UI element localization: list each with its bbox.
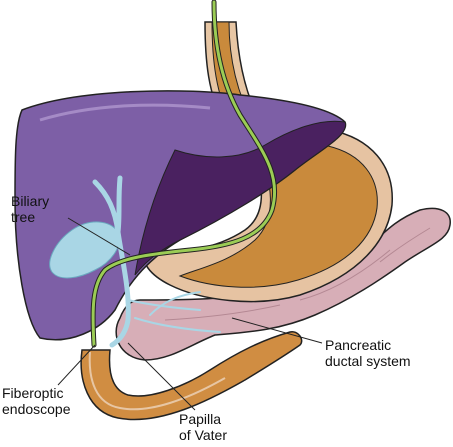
papilla-label-line1: Papilla <box>179 411 222 427</box>
biliary-tree-label-line1: Biliary <box>11 193 50 209</box>
leader-fiberoptic <box>57 344 96 386</box>
leader-lines <box>57 217 323 411</box>
papilla-label-line2: of Vater <box>179 427 227 443</box>
pancreatic-label-line1: Pancreatic <box>325 337 392 353</box>
leader-pancreatic <box>231 317 323 344</box>
fiberoptic-endoscope <box>90 0 278 348</box>
pancreatic-label-line2: ductal system <box>325 353 411 369</box>
leader-biliary <box>67 217 131 256</box>
fiberoptic-label-line1: Fiberoptic <box>2 385 64 401</box>
fiberoptic-label-line2: endoscope <box>2 401 71 417</box>
duodenum <box>80 331 303 421</box>
fiberoptic-endoscope-label: Fiberoptic endoscope <box>2 385 71 417</box>
leader-papilla <box>127 342 196 411</box>
papilla-of-vater-label: Papilla of Vater <box>179 411 227 443</box>
biliary-tree-label: Biliary tree <box>11 193 49 225</box>
pancreatic-ductal-system-label: Pancreatic ductal system <box>325 337 411 369</box>
biliary-tree-label-line2: tree <box>11 209 36 225</box>
biliary-tree <box>49 175 221 348</box>
